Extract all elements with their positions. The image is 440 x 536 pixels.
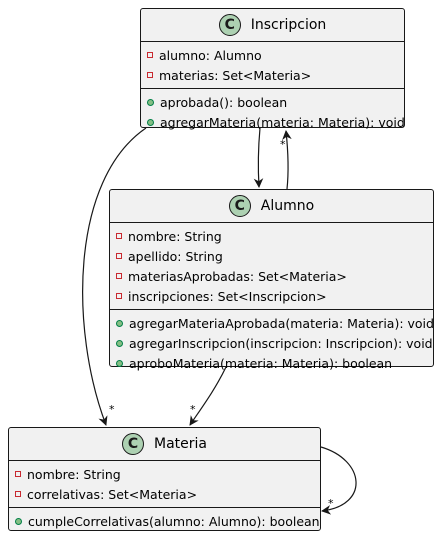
class-inscripcion[interactable]: C Inscripcion alumno: Alumno materias: S… (140, 8, 405, 130)
multiplicity-materia-self: * (328, 497, 334, 510)
attribute-text: alumno: Alumno (159, 47, 262, 63)
attribute-row: materiasAprobadas: Set<Materia> (116, 266, 433, 286)
attribute-text: nombre: String (27, 466, 121, 482)
class-header: C Alumno (110, 190, 433, 223)
attribute-text: materiasAprobadas: Set<Materia> (128, 268, 347, 284)
attribute-text: materias: Set<Materia> (159, 67, 312, 83)
class-badge-icon: C (228, 195, 251, 217)
methods-section: aprobada(): boolean agregarMateria(mater… (141, 88, 405, 135)
method-row: aprobada(): boolean (147, 92, 404, 112)
methods-section: cumpleCorrelativas(alumno: Alumno): bool… (9, 507, 320, 534)
attribute-row: correlativas: Set<Materia> (15, 484, 320, 504)
association-inscripcion-materia (82, 127, 147, 426)
attribute-row: materias: Set<Materia> (147, 65, 404, 85)
method-row: agregarMateriaAprobada(materia: Materia)… (116, 313, 434, 333)
public-method-icon (15, 517, 22, 525)
public-method-icon (116, 319, 123, 327)
method-row: agregarInscripcion(inscripcion: Inscripc… (116, 333, 433, 353)
private-field-icon (116, 233, 122, 239)
methods-section: agregarMateriaAprobada(materia: Materia)… (110, 309, 434, 376)
class-materia[interactable]: C Materia nombre: String correlativas: S… (8, 427, 321, 531)
attributes-section: nombre: String apellido: String materias… (110, 223, 433, 309)
attribute-text: correlativas: Set<Materia> (27, 486, 198, 502)
private-field-icon (116, 253, 122, 259)
attribute-row: nombre: String (116, 226, 433, 246)
association-materia-self (320, 446, 357, 515)
class-header: C Inscripcion (141, 9, 404, 42)
class-badge-icon: C (122, 433, 144, 455)
association-inscripcion-alumno (253, 127, 264, 188)
association-alumno-materia (189, 366, 227, 426)
class-header: C Materia (9, 428, 320, 461)
public-method-icon (116, 359, 123, 367)
multiplicity-alumno-materia: * (190, 403, 196, 416)
private-field-icon (15, 491, 21, 497)
class-alumno[interactable]: C Alumno nombre: String apellido: String… (109, 189, 434, 371)
private-field-icon (147, 52, 153, 58)
class-name: Inscripcion (250, 17, 327, 33)
association-alumno-inscripcion (282, 130, 292, 190)
attribute-text: inscripciones: Set<Inscripcion> (128, 288, 327, 304)
multiplicity-inscripcion-materia: * (109, 403, 115, 416)
class-badge-icon: C (218, 14, 241, 36)
multiplicity-alumno-inscripcion: * (280, 138, 286, 151)
attribute-row: nombre: String (15, 464, 320, 484)
attributes-section: nombre: String correlativas: Set<Materia… (9, 461, 320, 507)
method-row: agregarMateria(materia: Materia): void (147, 112, 405, 132)
public-method-icon (116, 339, 123, 347)
attribute-row: inscripciones: Set<Inscripcion> (116, 286, 433, 306)
method-text: agregarInscripcion(inscripcion: Inscripc… (129, 335, 433, 351)
method-row: cumpleCorrelativas(alumno: Alumno): bool… (15, 511, 320, 531)
class-name: Materia (154, 436, 207, 452)
attribute-text: apellido: String (128, 248, 223, 264)
private-field-icon (116, 273, 122, 279)
method-text: aprobada(): boolean (160, 94, 288, 110)
method-text: agregarMateria(materia: Materia): void (160, 114, 405, 130)
private-field-icon (116, 293, 122, 299)
public-method-icon (147, 118, 154, 126)
private-field-icon (147, 72, 153, 78)
public-method-icon (147, 98, 154, 106)
method-text: cumpleCorrelativas(alumno: Alumno): bool… (28, 513, 320, 529)
class-name: Alumno (260, 198, 315, 214)
attribute-text: nombre: String (128, 228, 222, 244)
attribute-row: apellido: String (116, 246, 433, 266)
attribute-row: alumno: Alumno (147, 45, 404, 65)
method-row: aproboMateria(materia: Materia): boolean (116, 353, 433, 373)
method-text: aproboMateria(materia: Materia): boolean (129, 355, 393, 371)
attributes-section: alumno: Alumno materias: Set<Materia> (141, 42, 404, 88)
private-field-icon (15, 471, 21, 477)
method-text: agregarMateriaAprobada(materia: Materia)… (129, 315, 434, 331)
